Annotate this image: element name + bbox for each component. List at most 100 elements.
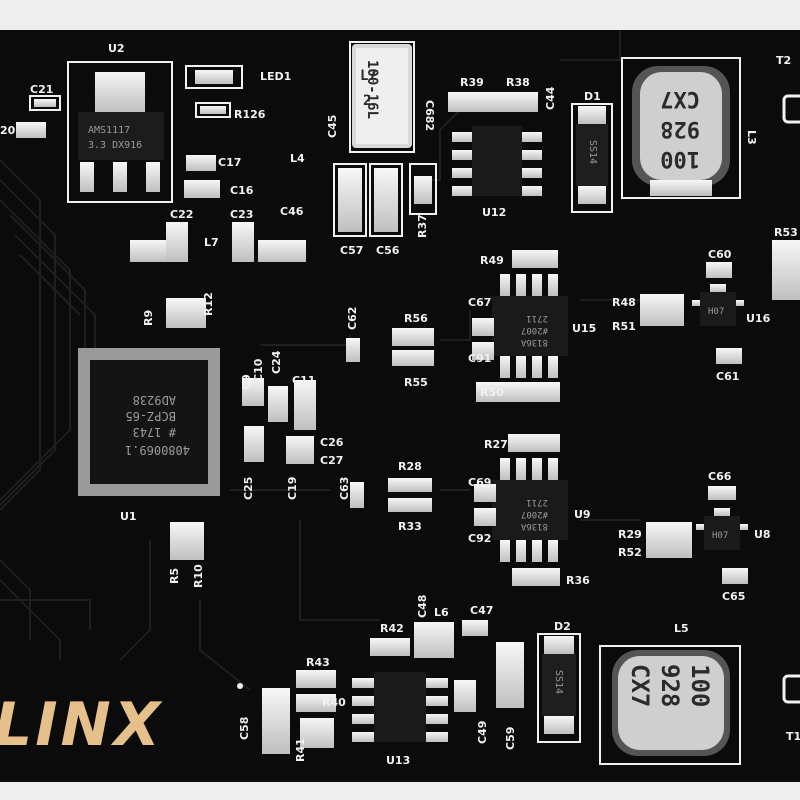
refdes-u16: U16 bbox=[746, 312, 771, 325]
refdes-c91: C91 bbox=[468, 352, 491, 365]
refdes-r33: R33 bbox=[398, 520, 422, 533]
refdes-r38: R38 bbox=[506, 76, 530, 89]
u16-marking: H07 bbox=[708, 307, 724, 317]
t1-connector bbox=[782, 674, 800, 704]
refdes-c92: C92 bbox=[468, 532, 491, 545]
refdes-r49: R49 bbox=[480, 254, 504, 267]
refdes-r48: R48 bbox=[612, 296, 636, 309]
c57-c56-capacitors bbox=[333, 163, 437, 237]
refdes-c27: C27 bbox=[320, 454, 343, 467]
refdes-c61: C61 bbox=[716, 370, 739, 383]
refdes-c47: C47 bbox=[470, 604, 493, 617]
refdes-r41: R41 bbox=[294, 738, 307, 762]
refdes-r27: R27 bbox=[484, 438, 508, 451]
refdes-c21: C21 bbox=[30, 83, 53, 96]
l5-marking-2: 928 bbox=[656, 664, 684, 707]
refdes-c63: C63 bbox=[338, 477, 351, 500]
refdes-c62: C62 bbox=[346, 307, 359, 330]
refdes-r36: R36 bbox=[566, 574, 590, 587]
u9-marking-1: 8136A bbox=[520, 521, 548, 531]
copper-traces bbox=[0, 30, 640, 691]
refdes-c17: C17 bbox=[218, 156, 241, 169]
d2-diode: SS14 bbox=[537, 633, 581, 743]
refdes-u1: U1 bbox=[120, 510, 137, 523]
refdes-c49: C49 bbox=[476, 721, 489, 744]
refdes-l5: L5 bbox=[674, 622, 689, 635]
refdes-d1: D1 bbox=[584, 90, 601, 103]
refdes-c24: C24 bbox=[270, 350, 283, 374]
refdes-c16: C16 bbox=[230, 184, 254, 197]
u8-marking: H07 bbox=[712, 531, 728, 541]
refdes-c58: C58 bbox=[238, 717, 251, 740]
u2-regulator: AMS1117 3.3 DX916 bbox=[67, 61, 173, 203]
u1-marking-3: # 1743 bbox=[133, 425, 176, 439]
refdes-r42: R42 bbox=[380, 622, 404, 635]
l5-inductor: 100 928 CX7 bbox=[599, 645, 741, 765]
refdes-u12: U12 bbox=[482, 206, 506, 219]
refdes-l3: L3 bbox=[745, 130, 758, 145]
smd-passives-top-left bbox=[16, 95, 306, 262]
refdes-r12: R12 bbox=[202, 292, 215, 316]
refdes-t1: T1 bbox=[786, 730, 800, 743]
refdes-c65: C65 bbox=[722, 590, 745, 603]
refdes-c22: C22 bbox=[170, 208, 193, 221]
refdes-r10: R10 bbox=[192, 564, 205, 588]
refdes-r29: R29 bbox=[618, 528, 642, 541]
refdes-r9: R9 bbox=[142, 310, 155, 326]
u9-marking-2: #2007 bbox=[521, 509, 548, 519]
u12-chip bbox=[448, 92, 542, 196]
refdes-l7: L7 bbox=[204, 236, 219, 249]
l5-marking-1: 100 bbox=[686, 664, 714, 707]
d1-diode: SS14 bbox=[571, 103, 613, 213]
c682-marking-3: 2 bbox=[363, 93, 371, 109]
u16-chip: H07 bbox=[692, 284, 744, 326]
refdes-c23: C23 bbox=[230, 208, 253, 221]
refdes-r50: R50 bbox=[480, 386, 504, 399]
refdes-c48: C48 bbox=[416, 595, 429, 618]
d1-marking: SS14 bbox=[587, 140, 598, 164]
refdes-r53: R53 bbox=[774, 226, 798, 239]
smd-passives-u1 bbox=[166, 298, 316, 560]
l3-inductor: CX7 928 100 bbox=[621, 57, 741, 199]
refdes-r52: R52 bbox=[618, 546, 642, 559]
refdes-u8: U8 bbox=[754, 528, 771, 541]
u13-chip bbox=[352, 672, 448, 742]
refdes-r39: R39 bbox=[460, 76, 484, 89]
u15-marking-1: 8136A bbox=[520, 337, 548, 347]
refdes-c69: C69 bbox=[468, 476, 491, 489]
refdes-c10: C10 bbox=[252, 358, 265, 382]
refdes-c25: C25 bbox=[242, 477, 255, 500]
refdes-c19: C19 bbox=[286, 477, 299, 500]
refdes-c45: C45 bbox=[326, 115, 339, 138]
u1-marking-4: 4080069.1 bbox=[125, 443, 190, 457]
u9-marking-3: 2711 bbox=[526, 497, 548, 507]
refdes-r55: R55 bbox=[404, 376, 428, 389]
l3-marking-3: 100 bbox=[660, 146, 700, 171]
u1-marking-1: AD9238 bbox=[133, 393, 176, 407]
refdes-c46: C46 bbox=[280, 205, 304, 218]
refdes-r40: R40 bbox=[322, 696, 346, 709]
u2-marking-1: AMS1117 bbox=[88, 125, 130, 136]
refdes-c56: C56 bbox=[376, 244, 400, 257]
refdes-r56: R56 bbox=[404, 312, 428, 325]
refdes-r126: R126 bbox=[234, 108, 266, 121]
u15-marking-3: 2711 bbox=[526, 313, 548, 323]
l3-marking-1: CX7 bbox=[660, 86, 700, 111]
c682-marking-2: L7 bbox=[360, 68, 377, 84]
refdes-c9: C9 bbox=[240, 374, 253, 390]
refdes-r43: R43 bbox=[306, 656, 330, 669]
smd-passives-bottom bbox=[262, 620, 524, 754]
refdes-led1: LED1 bbox=[260, 70, 291, 83]
refdes-r28: R28 bbox=[398, 460, 422, 473]
refdes-c60: C60 bbox=[708, 248, 732, 261]
led1 bbox=[185, 65, 243, 89]
refdes-r37: R37 bbox=[416, 214, 429, 238]
refdes-r51: R51 bbox=[612, 320, 636, 333]
refdes-u9: U9 bbox=[574, 508, 591, 521]
refdes-c26: C26 bbox=[320, 436, 344, 449]
d2-marking: SS14 bbox=[553, 670, 564, 694]
brand-logo: LINX bbox=[0, 690, 163, 760]
